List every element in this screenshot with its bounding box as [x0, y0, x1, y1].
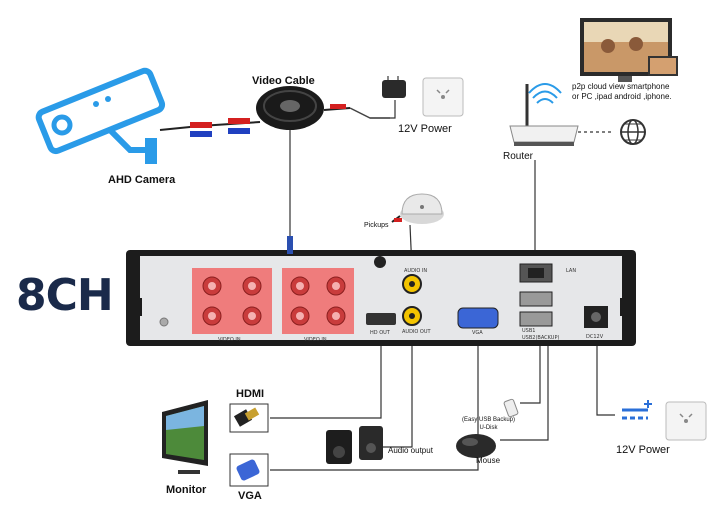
p2p-note-line2: or PC ,ipad android ,iphone. [572, 92, 672, 101]
dvr-rear-panel [126, 236, 636, 346]
hdmi-port [366, 313, 396, 325]
usb1-port [519, 291, 553, 307]
wires [270, 100, 615, 471]
usb2-port [519, 311, 553, 327]
monitor-icon [162, 400, 208, 474]
vga-label: VGA [238, 490, 262, 502]
video-in-block-left [192, 268, 272, 334]
usb1-label: USB1 [522, 328, 536, 334]
udisk-label-line1: (Easy USB Backup) [462, 417, 516, 423]
hdmi-label: HDMI [236, 388, 265, 400]
vga-plug-icon [229, 453, 269, 487]
udisk-label-line2: U-Disk [479, 425, 498, 431]
red-connector [190, 122, 212, 128]
udisk-icon [503, 398, 519, 418]
usb2-label: USB2(BACKUP) [522, 335, 560, 341]
wall-socket-bottom-icon [665, 401, 707, 441]
panel-screw [374, 256, 386, 268]
ahd-camera-label: AHD Camera [108, 174, 176, 186]
dc-power-symbol-icon [622, 400, 652, 420]
router-label: Router [503, 151, 534, 162]
video-in-block-right [282, 268, 354, 334]
video-in-right-label: VIDEO IN [304, 337, 327, 343]
dc12v-label: DC12V [586, 334, 604, 340]
audio-output-label: Audio output [388, 446, 433, 455]
smartphone-pc-icon [580, 18, 678, 82]
blue-connector [190, 131, 212, 137]
speakers-icon [326, 426, 383, 464]
vga-port [457, 307, 499, 329]
p2p-note: p2p cloud view smartphone or PC ,ipad an… [572, 82, 672, 102]
udisk-wire [520, 330, 541, 404]
power-adapter-wire [370, 100, 396, 119]
power-wire-bottom [596, 330, 615, 416]
ahd-camera-icon [35, 67, 166, 164]
p2p-note-line1: p2p cloud view smartphone [572, 82, 670, 91]
audio-in-label: AUDIO IN [404, 268, 428, 274]
pickups-label: Pickups [364, 222, 389, 229]
power-bottom-label: 12V Power [616, 444, 670, 456]
hd-out-label: HD OUT [370, 330, 390, 336]
vga-wire [270, 342, 479, 471]
monitor-label: Monitor [166, 484, 207, 496]
video-in-left-label: VIDEO IN [218, 337, 241, 343]
video-cable-reel-icon [256, 86, 390, 130]
vga-port-label: VGA [472, 330, 483, 336]
audio-out-label: AUDIO OUT [402, 329, 431, 335]
mouse-icon [456, 434, 496, 458]
ground-screw [159, 317, 169, 327]
power-adapter-icon [382, 76, 406, 98]
camera-cable [159, 118, 261, 137]
audio-out-wire [383, 330, 413, 448]
internet-globe-icon [620, 119, 646, 145]
mouse-label: Mouse [476, 456, 501, 465]
power-top-label: 12V Power [398, 123, 452, 135]
mouse-wire [500, 330, 549, 441]
udisk-label: (Easy USB Backup) U-Disk [462, 416, 515, 432]
router-icon [509, 83, 579, 146]
pickup-microphone-icon [391, 193, 444, 224]
lan-label: LAN [566, 268, 577, 274]
hdmi-wire [270, 340, 382, 419]
wall-socket-top-icon [422, 77, 464, 117]
video-cable-label: Video Cable [252, 75, 315, 87]
hdmi-plug-icon [229, 403, 269, 433]
channel-count-title: 8CH [16, 270, 114, 321]
